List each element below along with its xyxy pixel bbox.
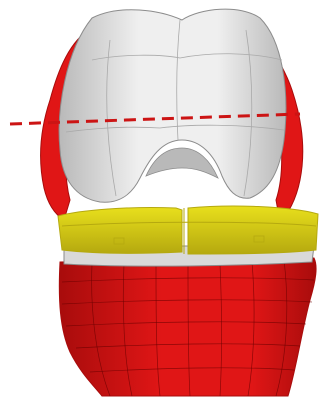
tibial-insert-right bbox=[188, 206, 318, 254]
tibial-insert-left bbox=[58, 207, 182, 253]
